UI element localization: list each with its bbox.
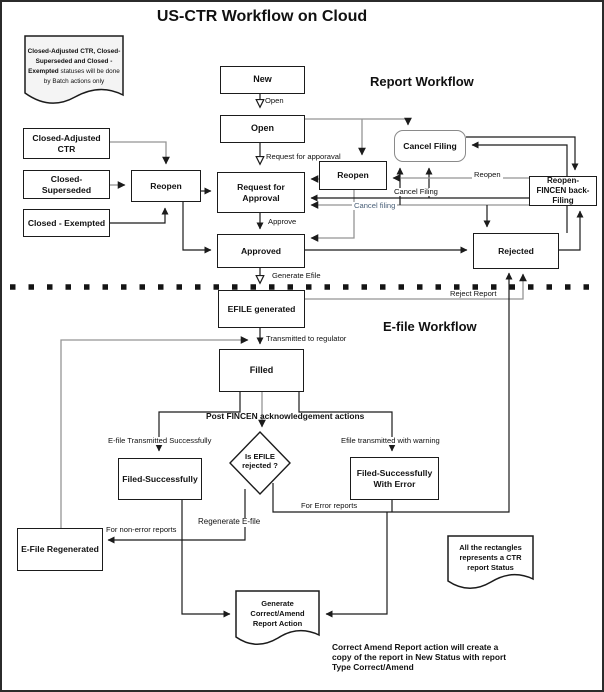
node-new: New — [220, 66, 305, 94]
node-open: Open — [220, 115, 305, 143]
node-is-efile-rejected-decision: Is EFILE rejected ? — [242, 452, 278, 471]
edge-label-approve: Approve — [268, 217, 297, 226]
edge-label-request-for-approval: Request for apporaval — [266, 152, 341, 161]
edge-label-reject-report: Reject Report — [448, 289, 499, 299]
node-filed-successfully: Filed-Successfully — [118, 458, 202, 500]
decision-diamond — [229, 430, 291, 496]
page-title: US-CTR Workflow on Cloud — [156, 8, 368, 25]
generate-correct-amend-shape — [235, 590, 320, 645]
node-request-for-approval: Request for Approval — [217, 172, 305, 213]
node-filed-successfully-with-error: Filed-Successfully With Error — [350, 457, 439, 500]
edge-label-post-fincen: Post FINCEN acknowledgement actions — [206, 411, 365, 421]
edge-label-for-non-error-reports: For non-error reports — [104, 525, 179, 535]
edge-label-cancel-filing-gray: Cancel filing — [352, 201, 398, 211]
rectangles-note-shape — [447, 535, 534, 589]
efile-workflow-heading: E-file Workflow — [383, 319, 477, 334]
node-closed-superseded: Closed-Superseded — [23, 170, 110, 199]
node-cancel-filing: Cancel Filing — [394, 130, 466, 162]
edge-label-reopen: Reopen — [472, 170, 503, 180]
edge-label-efile-transmitted-successfully: E-file Transmitted Successfully — [106, 436, 214, 446]
edge-label-open: Open — [265, 96, 284, 105]
batch-note-shape — [24, 35, 124, 104]
report-workflow-heading: Report Workflow — [370, 74, 474, 89]
edge-label-cancel-filing: Cancel Filing — [392, 187, 440, 197]
edge-label-generate-efile: Generate Efile — [270, 271, 323, 281]
node-closed-exempted: Closed - Exempted — [23, 209, 110, 237]
node-efile-regenerated: E-File Regenerated — [17, 528, 103, 571]
node-reopen-left: Reopen — [131, 170, 201, 202]
node-approved: Approved — [217, 234, 305, 268]
edge-label-for-error-reports: For Error reports — [299, 501, 360, 511]
node-closed-adjusted-ctr: Closed-Adjusted CTR — [23, 128, 110, 159]
node-rejected: Rejected — [473, 233, 559, 269]
rectangles-note: All the rectangles represents a CTR repo… — [459, 543, 522, 572]
node-efile-generated: EFILE generated — [218, 290, 305, 328]
node-generate-correct-amend: Generate Correct/Amend Report Action — [250, 599, 305, 628]
edge-label-regenerate-efile: Regenerate E-file — [196, 517, 263, 527]
node-reopen-fincen-back-filing: Reopen-FINCEN back-Filing — [529, 176, 597, 206]
correct-amend-note: Correct Amend Report action will create … — [332, 642, 507, 673]
edge-label-transmitted-to-regulator: Transmitted to regulator — [266, 334, 347, 343]
edge-label-efile-transmitted-with-warning: Efile transmitted with warning — [339, 436, 442, 446]
node-filled: Filled — [219, 349, 304, 392]
batch-note: Closed-Adjusted CTR, Closed-Superseded a… — [27, 48, 121, 85]
node-reopen-right: Reopen — [319, 161, 387, 190]
